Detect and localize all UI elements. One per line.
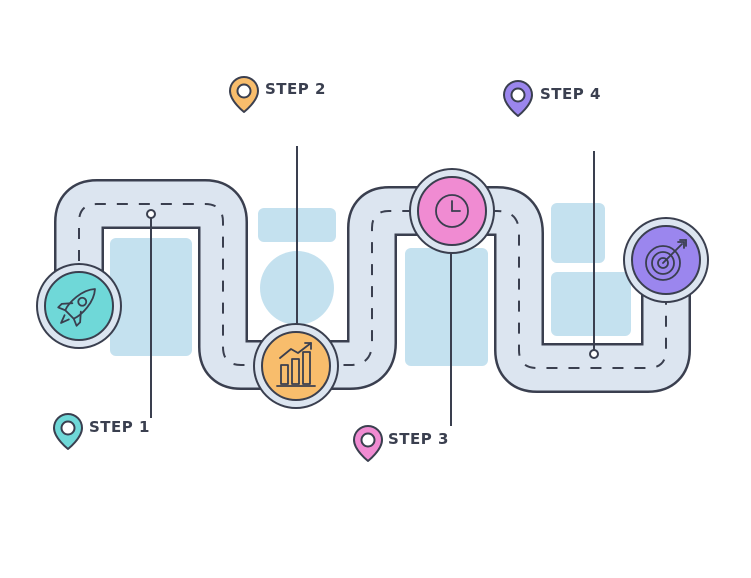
step-label-4: STEP 4 [540,85,601,103]
map-pin-icon [229,76,259,113]
background-blocks [110,203,631,366]
milestone-step4 [623,217,709,303]
pin-step3 [353,425,383,462]
milestone-step1 [36,263,122,349]
rocket-icon [57,288,96,327]
map-pin-icon [503,80,533,117]
leader-dot-step1 [146,209,156,219]
map-pin-icon [53,413,83,450]
milestone-step2 [253,323,339,409]
step-label-3: STEP 3 [388,430,449,448]
background-block [551,203,605,263]
leader-lines [146,146,599,426]
clock-icon [435,194,469,228]
background-block [405,248,488,366]
target-icon [645,239,687,281]
pin-step1 [53,413,83,450]
map-pin-icon [353,425,383,462]
pin-step4 [503,80,533,117]
growth-chart-icon [276,342,316,387]
pin-step2 [229,76,259,113]
road [54,179,691,393]
milestone-step3 [409,168,495,254]
background-block [551,272,631,336]
step-label-1: STEP 1 [89,418,150,436]
step-label-2: STEP 2 [265,80,326,98]
road-center-dashes [78,203,667,369]
leader-dot-step4 [589,349,599,359]
